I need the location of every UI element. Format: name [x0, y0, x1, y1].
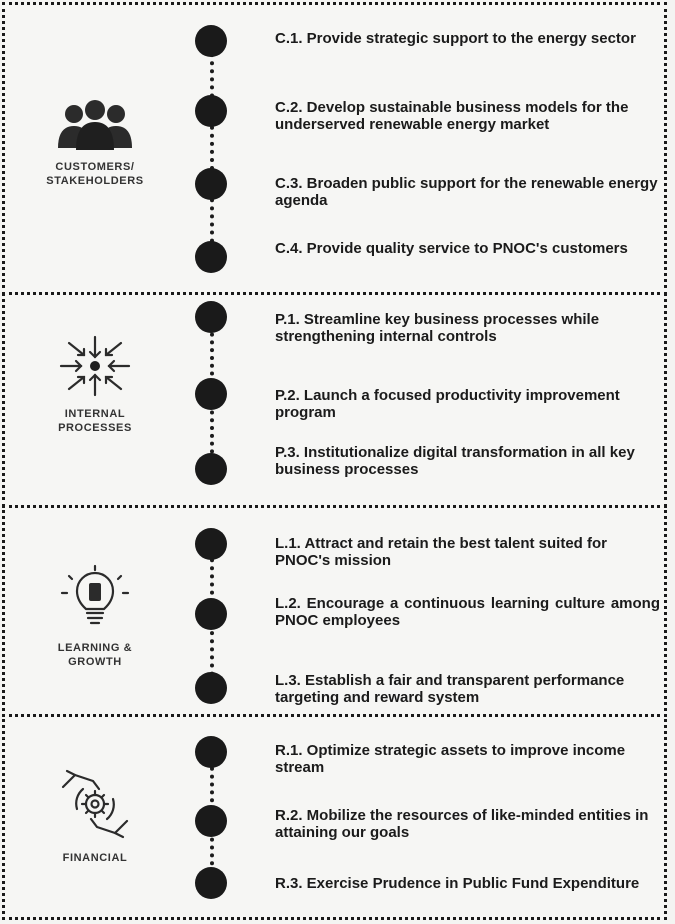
section-learning-header: LEARNING & GROWTH — [35, 563, 155, 669]
section-internal-label: INTERNAL PROCESSES — [58, 408, 132, 434]
objective-c4: C.4. Provide quality service to PNOC's c… — [275, 240, 628, 257]
timeline-node-l1 — [195, 528, 227, 560]
timeline-node-c1 — [195, 25, 227, 57]
objective-c2: C.2. Develop sustainable business models… — [275, 99, 629, 133]
section-customers-label: CUSTOMERS/ STAKEHOLDERS — [46, 161, 144, 187]
converging-arrows-icon — [59, 335, 131, 397]
section-learning-label: LEARNING & GROWTH — [57, 642, 133, 668]
objective-p3: P.3. Institutionalize digital transforma… — [275, 444, 635, 478]
timeline-node-c2 — [195, 95, 227, 127]
timeline-node-p3 — [195, 453, 227, 485]
timeline-node-p2 — [195, 378, 227, 410]
objective-r3: R.3. Exercise Prudence in Public Fund Ex… — [275, 875, 640, 892]
objective-c1: C.1. Provide strategic support to the en… — [275, 30, 636, 47]
section-customers: CUSTOMERS/ STAKEHOLDERS C.1. Provide str… — [2, 2, 667, 295]
timeline-node-c4 — [195, 241, 227, 273]
objective-r1: R.1. Optimize strategic assets to improv… — [275, 742, 626, 776]
objective-r2: R.2. Mobilize the resources of like-mind… — [275, 807, 649, 841]
section-learning-growth: LEARNING & GROWTH L.1. Attract and retai… — [2, 505, 667, 717]
timeline-node-p1 — [195, 301, 227, 333]
section-financial: FINANCIAL R.1. Optimize strategic assets… — [2, 714, 667, 920]
people-group-icon — [58, 100, 132, 150]
section-financial-header: FINANCIAL — [35, 767, 155, 865]
timeline-node-r3 — [195, 867, 227, 899]
timeline-node-c3 — [195, 168, 227, 200]
section-internal-header: INTERNAL PROCESSES — [35, 333, 155, 435]
timeline-node-l2 — [195, 598, 227, 630]
objective-c3: C.3. Broaden public support for the rene… — [275, 175, 658, 209]
hands-gear-icon — [61, 769, 129, 839]
timeline-node-r1 — [195, 736, 227, 768]
objective-p1: P.1. Streamline key business processes w… — [275, 311, 600, 345]
timeline-spine — [210, 37, 214, 259]
objective-l1: L.1. Attract and retain the best talent … — [275, 535, 607, 569]
timeline-node-r2 — [195, 805, 227, 837]
objective-l3: L.3. Establish a fair and transparent pe… — [275, 672, 625, 706]
timeline-node-l3 — [195, 672, 227, 704]
lightbulb-idea-icon — [60, 564, 130, 625]
section-customers-header: CUSTOMERS/ STAKEHOLDERS — [35, 100, 155, 188]
section-financial-label: FINANCIAL — [62, 852, 128, 864]
objective-p2: P.2. Launch a focused productivity impro… — [275, 387, 620, 421]
objective-l2: L.2. Encourage a continuous learning cul… — [275, 595, 660, 629]
section-internal-processes: INTERNAL PROCESSES P.1. Streamline key b… — [2, 292, 667, 508]
